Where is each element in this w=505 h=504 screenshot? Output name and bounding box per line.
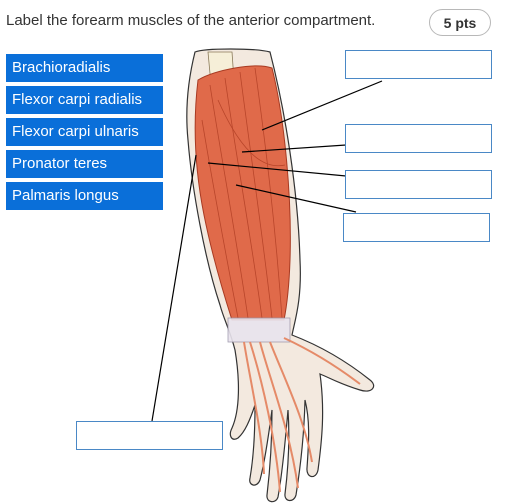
dropzone-5[interactable]: [76, 421, 223, 450]
dropzone-3[interactable]: [345, 170, 492, 199]
dropzone-1[interactable]: [345, 50, 492, 79]
retinaculum-shape: [227, 317, 291, 343]
label-brachioradialis[interactable]: Brachioradialis: [6, 54, 163, 82]
dropzone-2[interactable]: [345, 124, 492, 153]
label-palmaris-longus[interactable]: Palmaris longus: [6, 182, 163, 210]
label-bank: Brachioradialis Flexor carpi radialis Fl…: [6, 54, 163, 214]
label-flexor-carpi-radialis[interactable]: Flexor carpi radialis: [6, 86, 163, 114]
question-text: Label the forearm muscles of the anterio…: [6, 12, 376, 29]
label-flexor-carpi-ulnaris[interactable]: Flexor carpi ulnaris: [6, 118, 163, 146]
leader-lines-shape: [151, 80, 383, 422]
dropzone-4[interactable]: [343, 213, 490, 242]
muscle-fibers-shape: [201, 67, 286, 319]
label-pronator-teres[interactable]: Pronator teres: [6, 150, 163, 178]
points-badge: 5 pts: [429, 9, 491, 36]
tendons-shape: [243, 337, 361, 493]
